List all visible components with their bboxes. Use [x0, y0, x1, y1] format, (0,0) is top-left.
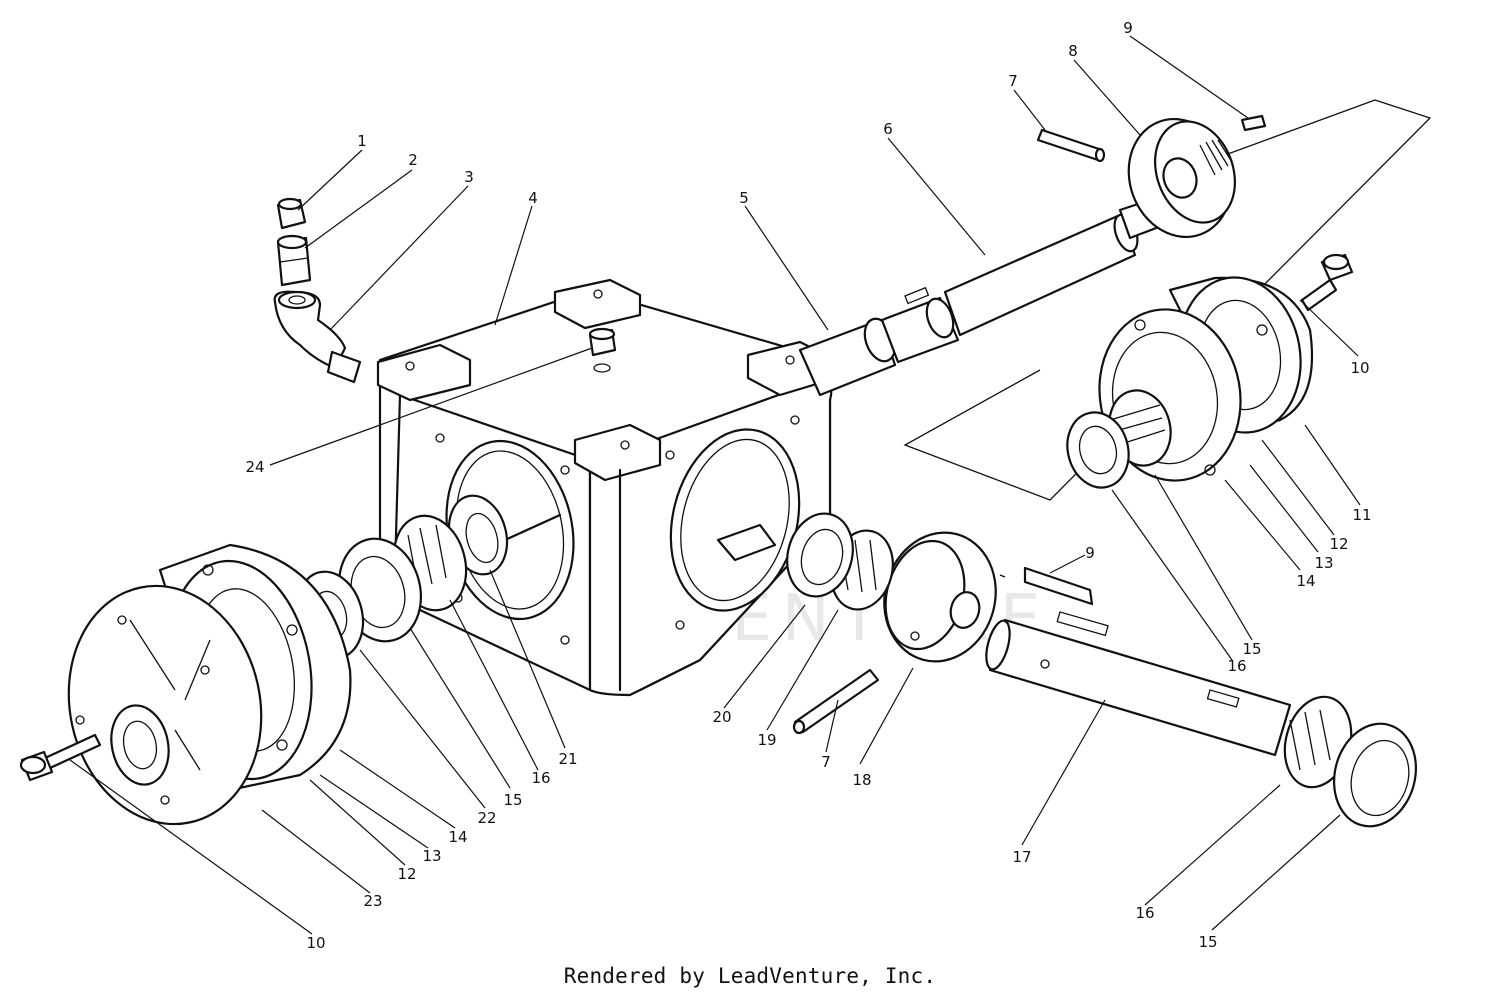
upper-roll-pin [1036, 128, 1106, 163]
upper-key [1240, 114, 1267, 132]
callout-12-right: 12 [1329, 535, 1348, 553]
callout-11: 11 [1352, 506, 1371, 524]
lower-end-bearing-cone [1283, 695, 1353, 789]
callout-10-right: 10 [1350, 359, 1369, 377]
callout-13-right: 13 [1314, 554, 1333, 572]
callout-8: 8 [1068, 42, 1078, 60]
lower-shaft [985, 611, 1292, 757]
callout-23: 23 [363, 892, 382, 910]
callout-13-left: 13 [422, 847, 441, 865]
left-cap-bolt [19, 733, 102, 782]
callout-9-upper: 9 [1123, 19, 1133, 37]
callout-labels: 1 2 3 4 5 6 7 8 9 24 10 11 12 13 14 16 1… [245, 19, 1371, 952]
callout-15-lower: 15 [1198, 933, 1217, 951]
callout-22: 22 [477, 809, 496, 827]
center-right-bearing-cup [786, 512, 854, 598]
callout-16-right: 16 [1227, 657, 1246, 675]
callout-2: 2 [408, 151, 418, 169]
upper-shaft [798, 188, 1192, 397]
callout-18: 18 [852, 771, 871, 789]
upper-bevel-gear [1127, 117, 1236, 239]
assembly-guide-lines [903, 99, 1432, 578]
callout-16-left: 16 [531, 769, 550, 787]
fill-plug [588, 327, 617, 357]
callout-15-right: 15 [1242, 640, 1261, 658]
callout-leaders [69, 35, 1361, 935]
callout-5: 5 [739, 189, 749, 207]
callout-20: 20 [712, 708, 731, 726]
right-bearing-cup [1066, 411, 1130, 489]
callout-12-left: 12 [397, 865, 416, 883]
callout-7-upper: 7 [1008, 72, 1018, 90]
callout-3: 3 [464, 168, 474, 186]
callout-16-lower: 16 [1135, 904, 1154, 922]
callout-15-left: 15 [503, 791, 522, 809]
callout-17: 17 [1012, 848, 1031, 866]
callout-21: 21 [558, 750, 577, 768]
lower-bevel-gear [883, 531, 997, 663]
callout-10-left: 10 [306, 934, 325, 952]
right-cap-bolt [1300, 253, 1354, 312]
lower-end-bearing-cup [1332, 722, 1418, 828]
callout-7-lower: 7 [821, 753, 831, 771]
callout-1: 1 [357, 132, 367, 150]
callout-6: 6 [883, 120, 893, 138]
callout-19: 19 [757, 731, 776, 749]
callout-24: 24 [245, 458, 264, 476]
hex-nipple [276, 234, 312, 287]
footer-credit: Rendered by LeadVenture, Inc. [563, 964, 937, 988]
callout-14-left: 14 [448, 828, 467, 846]
lower-roll-pin [792, 668, 880, 735]
vent-plug [276, 197, 307, 230]
callout-14-right: 14 [1296, 572, 1315, 590]
elbow-fitting [273, 290, 362, 384]
callout-9-lower: 9 [1085, 544, 1095, 562]
left-bearing-cap [67, 584, 263, 826]
callout-4: 4 [528, 189, 538, 207]
lower-key [1023, 566, 1094, 606]
